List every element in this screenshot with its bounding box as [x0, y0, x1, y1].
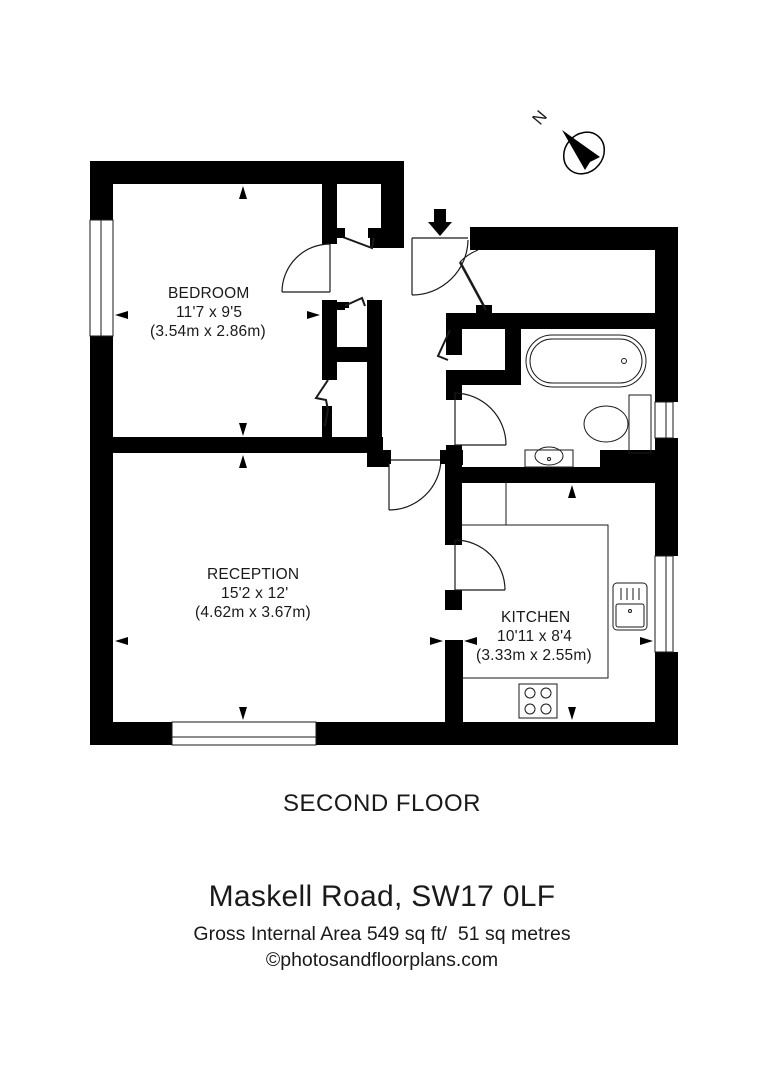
walls — [90, 161, 678, 745]
hob-icon — [518, 683, 558, 719]
floor-title: SECOND FLOOR — [282, 790, 482, 817]
property-address: Maskell Road, SW17 0LF — [208, 880, 556, 913]
room-size-metric: (3.54m x 2.86m) — [150, 323, 266, 340]
north-arrow-icon — [562, 130, 606, 175]
entrance-arrow-icon — [428, 209, 452, 236]
window-reception — [171, 721, 317, 746]
sink-icon — [612, 582, 648, 631]
toilet-icon — [628, 394, 652, 454]
windows — [89, 219, 674, 746]
window-kitchen — [654, 555, 674, 653]
room-size-metric: (3.33m x 2.55m) — [476, 647, 592, 664]
window-bathroom — [654, 401, 674, 439]
doors — [281, 235, 507, 591]
gross-internal-area: Gross Internal Area 549 sq ft/ 51 sq met… — [193, 923, 571, 945]
room-size-imperial: 10'11 x 8'4 — [497, 628, 573, 645]
room-size-imperial: 15'2 x 12' — [221, 585, 289, 602]
room-size-imperial: 11'7 x 9'5 — [176, 304, 243, 321]
room-label-reception: RECEPTION 15'2 x 12' (4.62m x 3.67m) — [195, 565, 311, 622]
room-name: BEDROOM — [168, 285, 250, 302]
copyright-notice: ©photosandfloorplans.com — [265, 949, 499, 971]
room-label-kitchen: KITCHEN 10'11 x 8'4 (3.33m x 2.55m) — [476, 608, 592, 665]
room-name: KITCHEN — [501, 609, 571, 626]
room-name: RECEPTION — [207, 566, 300, 583]
bath-icon — [525, 334, 647, 388]
room-label-bedroom: BEDROOM 11'7 x 9'5 (3.54m x 2.86m) — [150, 284, 266, 341]
basin-icon — [524, 449, 574, 468]
fixtures — [462, 334, 652, 719]
room-size-metric: (4.62m x 3.67m) — [195, 604, 311, 621]
dimension-arrows — [115, 186, 653, 720]
